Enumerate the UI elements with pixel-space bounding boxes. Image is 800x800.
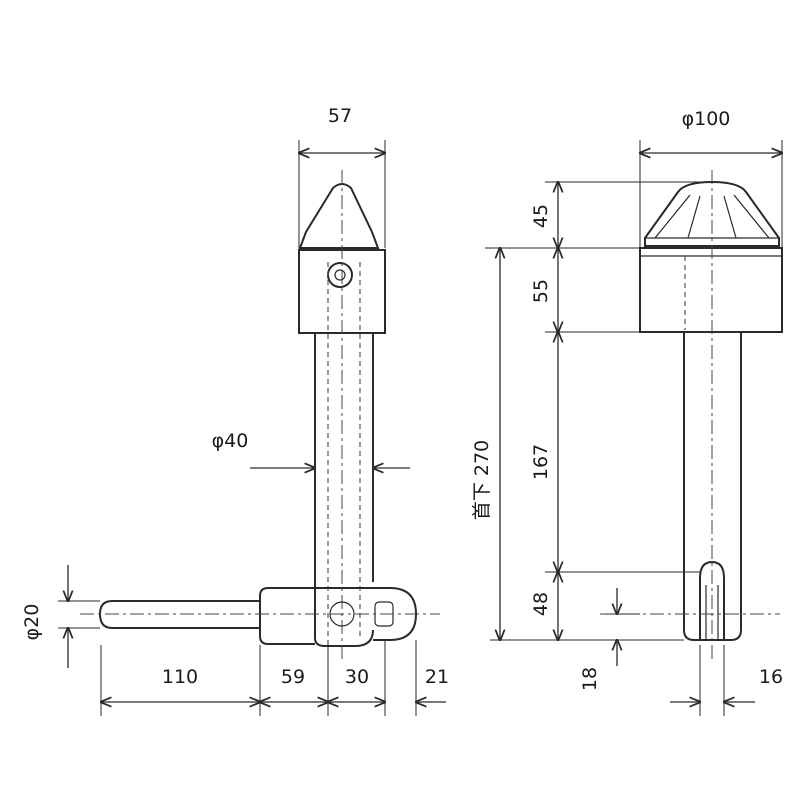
label-slot-width: 16 — [759, 666, 783, 688]
side-slot — [699, 560, 725, 640]
label-handle-diameter: φ20 — [21, 604, 43, 641]
dimension-labels: 57 φ40 φ20 110 59 30 21 φ100 45 55 167 4… — [21, 105, 783, 691]
front-view — [80, 170, 440, 660]
label-shaft-width: 30 — [345, 666, 369, 688]
label-pin-diameter: φ40 — [212, 430, 249, 452]
label-handle-length: 110 — [162, 666, 198, 688]
label-eye-length: 21 — [425, 666, 449, 688]
side-collar — [639, 247, 783, 333]
label-side-diameter: φ100 — [682, 108, 731, 130]
label-slot-offset: 18 — [579, 667, 601, 691]
label-front-width: 57 — [328, 105, 352, 127]
front-shaft-bottom — [314, 629, 374, 647]
collar-pin-hole — [327, 262, 353, 288]
label-collar-height: 55 — [530, 279, 552, 303]
label-sleeve-length: 59 — [281, 666, 305, 688]
label-shaft-length: 167 — [530, 444, 552, 480]
side-cone — [644, 180, 780, 247]
dimensions — [58, 140, 782, 716]
label-cone-height: 45 — [530, 204, 552, 228]
label-slot-length: 48 — [530, 592, 552, 616]
label-under-head: 首下 270 — [471, 440, 493, 520]
side-view — [600, 170, 783, 660]
front-cone-tip — [298, 183, 380, 249]
